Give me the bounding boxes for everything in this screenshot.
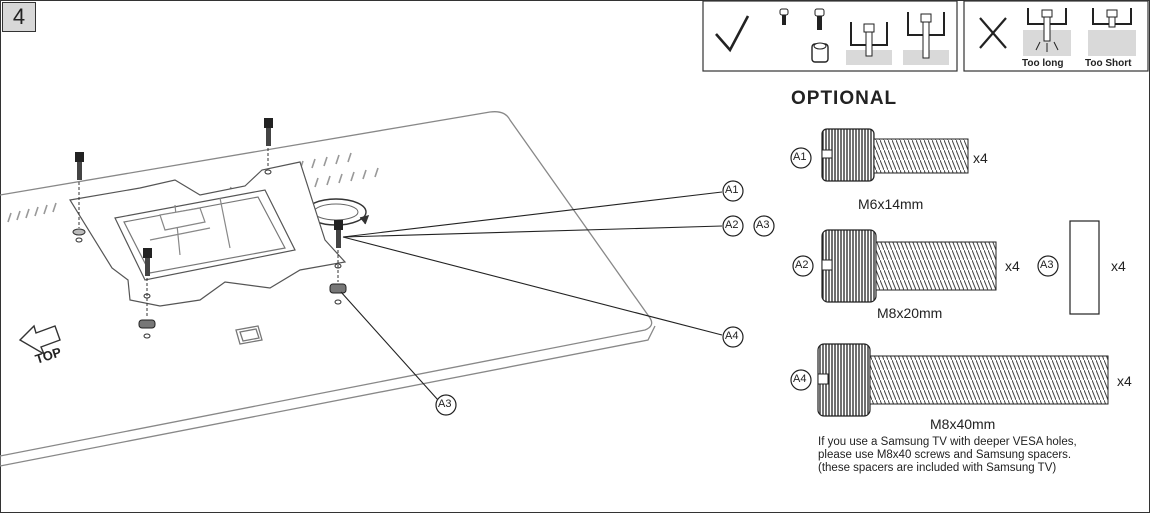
too-short-label: Too Short xyxy=(1085,58,1132,69)
part-a4-id: A4 xyxy=(793,373,807,385)
bracket-correct-1-icon xyxy=(846,22,892,65)
vesa-adapter-plate xyxy=(69,161,347,307)
callout-a3: A3 xyxy=(756,219,770,231)
correct-panel xyxy=(702,0,958,72)
callout-circles xyxy=(435,147,1059,416)
part-a3-id: A3 xyxy=(1040,259,1054,271)
plate-screws xyxy=(72,118,347,339)
tv-back-panel xyxy=(0,111,656,467)
part-a1-id: A1 xyxy=(793,151,807,163)
step-number: 4 xyxy=(2,2,36,32)
note-line: please use M8x40 screws and Samsung spac… xyxy=(818,449,1072,461)
part-a1-qty: x4 xyxy=(973,150,988,166)
too-short-bracket-icon xyxy=(1088,8,1136,56)
part-a1-screw xyxy=(821,128,969,182)
screw-icon xyxy=(138,248,156,339)
part-a4-size: M8x40mm xyxy=(930,416,996,432)
check-icon xyxy=(715,15,750,53)
callout-a3-lower: A3 xyxy=(438,398,452,410)
too-long-label: Too long xyxy=(1022,58,1064,69)
wrong-panel xyxy=(963,0,1149,72)
part-a3-spacer xyxy=(1069,220,1100,315)
too-long-bracket-icon xyxy=(1023,8,1071,56)
bracket-correct-2-icon xyxy=(903,12,949,65)
optional-title: OPTIONAL xyxy=(791,88,898,109)
spacer-icon xyxy=(811,42,829,63)
callout-a1: A1 xyxy=(725,184,739,196)
top-arrow-icon xyxy=(18,324,61,356)
screw-icon xyxy=(329,220,347,305)
callout-leader-lines xyxy=(340,191,723,401)
screw-icon xyxy=(264,118,273,175)
part-a2-qty: x4 xyxy=(1005,258,1020,274)
part-a2-id: A2 xyxy=(795,259,809,271)
part-a1-size: M6x14mm xyxy=(858,196,924,212)
part-a4-screw xyxy=(817,343,1109,417)
samsung-note: If you use a Samsung TV with deeper VESA… xyxy=(818,436,1077,475)
part-a2-size: M8x20mm xyxy=(877,305,943,321)
part-a3-qty: x4 xyxy=(1111,258,1126,274)
callout-a4: A4 xyxy=(725,330,739,342)
screw-icon xyxy=(72,152,86,243)
part-a4-qty: x4 xyxy=(1117,373,1132,389)
medium-screw-icon xyxy=(814,8,825,30)
cross-icon xyxy=(979,17,1007,49)
small-screw-icon xyxy=(779,8,789,25)
note-line: (these spacers are included with Samsung… xyxy=(818,462,1057,474)
note-line: If you use a Samsung TV with deeper VESA… xyxy=(818,436,1077,448)
callout-a2: A2 xyxy=(725,219,739,231)
part-a2-screw xyxy=(821,229,997,303)
